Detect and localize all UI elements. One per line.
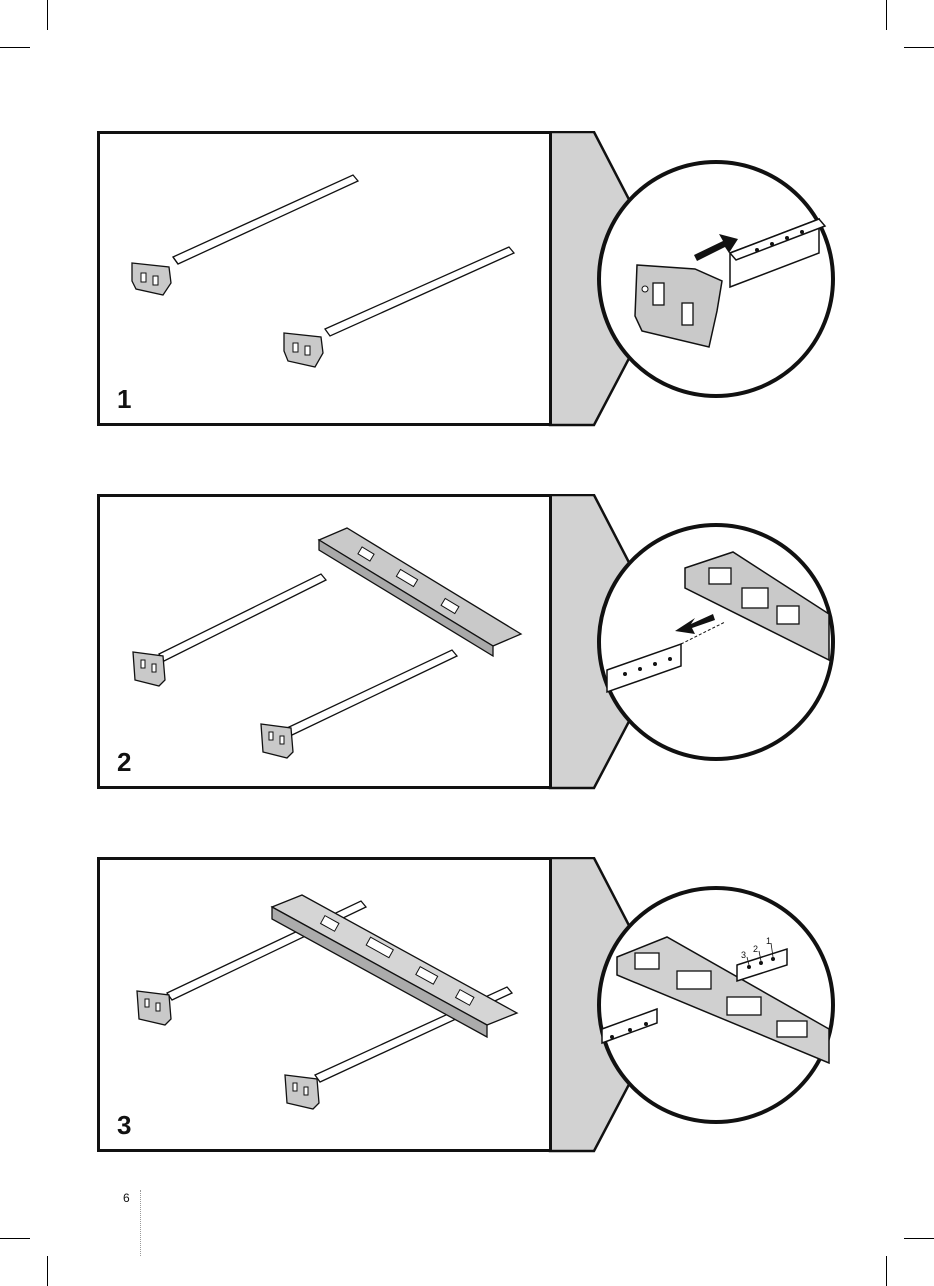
crop-mark (904, 47, 934, 48)
crop-mark (47, 0, 48, 30)
page-number: 6 (123, 1191, 130, 1205)
step-1-illustration (97, 131, 857, 427)
hole-label-1: 1 (766, 936, 771, 946)
step-1: 1 (97, 131, 857, 427)
step-3: 3 2 1 3 (97, 857, 857, 1153)
crop-mark (886, 0, 887, 30)
step-number: 1 (117, 386, 131, 412)
crop-mark (0, 47, 30, 48)
step-number: 3 (117, 1112, 131, 1138)
step-2: 2 (97, 494, 857, 790)
hole-label-3: 3 (741, 950, 746, 960)
step-2-illustration (97, 494, 857, 790)
crop-mark (47, 1256, 48, 1286)
crop-mark (0, 1238, 30, 1239)
page-rule (140, 1190, 141, 1256)
crop-mark (886, 1256, 887, 1286)
crop-mark (904, 1238, 934, 1239)
step-number: 2 (117, 749, 131, 775)
hole-label-2: 2 (753, 944, 758, 954)
bracket-lower (284, 333, 323, 367)
step-3-illustration: 3 2 1 (97, 857, 857, 1153)
